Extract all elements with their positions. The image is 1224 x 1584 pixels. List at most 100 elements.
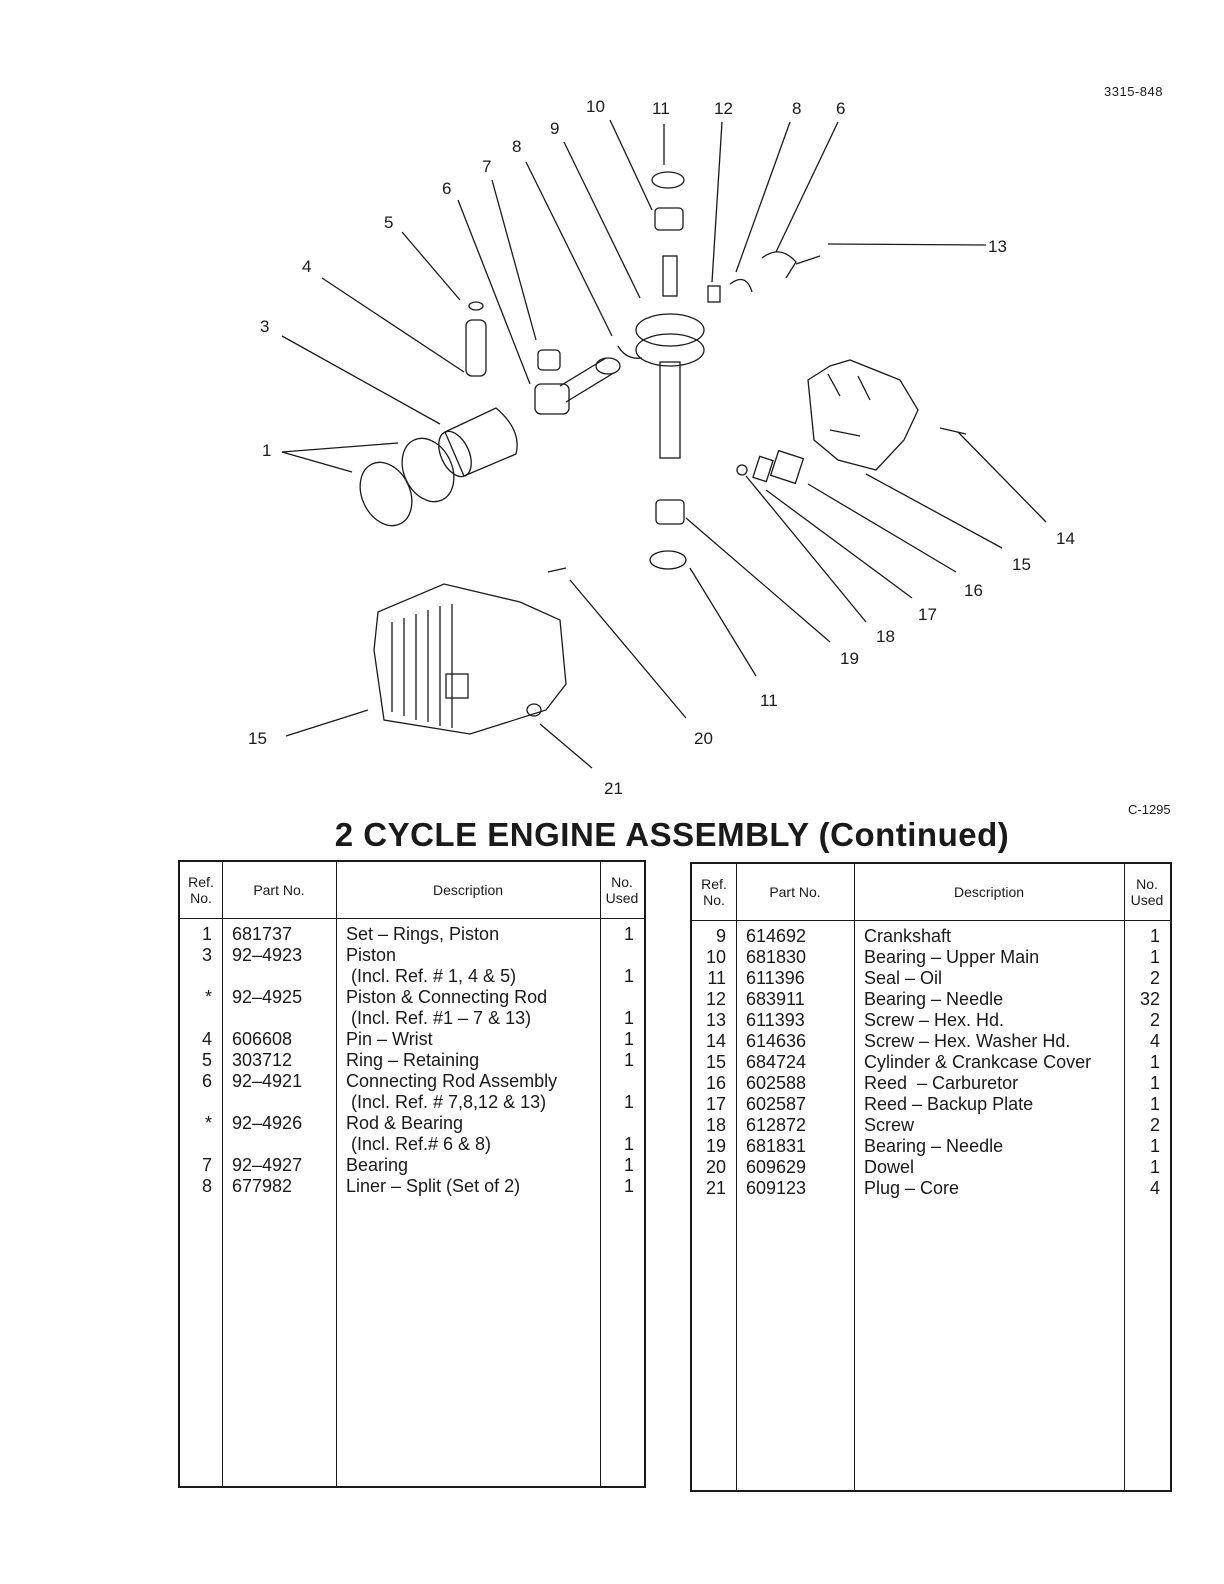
cell-part: 92–4927	[232, 1155, 303, 1175]
cell-desc: (Incl. Ref. # 1, 4 & 5)	[346, 966, 517, 986]
cell-ref: 5	[201, 1050, 212, 1070]
callout-5: 5	[384, 213, 393, 232]
cell-part: 683911	[746, 989, 805, 1009]
cell-part: 677982	[232, 1176, 293, 1196]
cylinder-block	[373, 583, 567, 735]
table-row: (Incl. Ref.# 6 & 8) 1	[180, 1134, 644, 1155]
cell-ref: 18	[705, 1115, 726, 1135]
leader-line-5	[401, 231, 461, 301]
cell-desc: Screw – Hex. Washer Hd.	[864, 1031, 1071, 1051]
cell-used: 1	[1149, 1052, 1160, 1072]
cell-used: 4	[1149, 1031, 1160, 1051]
cell-desc: Piston & Connecting Rod	[346, 987, 548, 1007]
cell-part: 92–4923	[232, 945, 303, 965]
cylinder-fins	[391, 604, 453, 728]
crank-upper-shaft	[662, 255, 678, 297]
figure-number: C-1295	[1128, 802, 1171, 817]
column-divider	[854, 864, 855, 1490]
cell-ref: 8	[201, 1176, 212, 1196]
cell-part: 614636	[746, 1031, 807, 1051]
cell-used: 1	[623, 1176, 634, 1196]
callout-7: 7	[482, 157, 491, 176]
cell-part: 684724	[746, 1052, 807, 1072]
callout-10: 10	[586, 97, 605, 116]
cell-desc: (Incl. Ref.# 6 & 8)	[346, 1134, 492, 1154]
rod-big-end	[595, 357, 621, 375]
cell-ref: *	[204, 987, 212, 1007]
crank-lower-shaft	[659, 361, 681, 459]
core-plug-21	[526, 703, 542, 717]
cell-used: 1	[623, 1155, 634, 1175]
liner-8	[729, 278, 753, 293]
cell-part: 681737	[232, 924, 293, 944]
piston-ring-upper	[401, 437, 455, 503]
cell-used: 1	[623, 1029, 634, 1049]
cell-desc: Ring – Retaining	[346, 1050, 480, 1070]
cell-desc: Liner – Split (Set of 2)	[346, 1176, 521, 1196]
header-desc: Description	[953, 884, 1025, 900]
cell-used: 1	[623, 1050, 634, 1070]
column-divider	[600, 862, 601, 1486]
cell-part: 612872	[746, 1115, 807, 1135]
leader-line-19	[685, 517, 831, 643]
cell-ref: *	[204, 1113, 212, 1133]
retaining-ring	[468, 301, 484, 311]
callout-6a: 6	[442, 179, 451, 198]
cell-used: 1	[1149, 1136, 1160, 1156]
column-divider	[222, 862, 223, 1486]
callout-14: 14	[1056, 529, 1075, 548]
cell-ref: 3	[201, 945, 212, 965]
cell-part: 602588	[746, 1073, 807, 1093]
crank-web-lower	[635, 333, 705, 367]
callout-19: 19	[840, 649, 859, 668]
leader-line-11b	[689, 567, 757, 677]
cell-part: 606608	[232, 1029, 293, 1049]
callout-21: 21	[604, 779, 623, 798]
cell-desc: Plug – Core	[864, 1178, 960, 1198]
header-ref: Ref. No.	[188, 874, 214, 906]
exploded-parts-diagram: 1 3 4 5 6 7 8 9 10 11 12 8 6 13 14 15 16…	[248, 97, 1075, 798]
cell-ref: 11	[707, 968, 726, 988]
cylinder-port	[445, 673, 469, 699]
cell-ref: 15	[705, 1052, 726, 1072]
cell-desc: Bearing	[346, 1155, 409, 1175]
cell-part: 609629	[746, 1157, 807, 1177]
cell-desc: Screw	[864, 1115, 915, 1135]
column-divider	[1124, 864, 1125, 1490]
screw-13	[795, 255, 821, 265]
leader-line-7	[491, 179, 537, 341]
cell-desc: Screw – Hex. Hd.	[864, 1010, 1005, 1030]
callout-18: 18	[876, 627, 895, 646]
column-divider	[736, 864, 737, 1490]
cell-used: 1	[1149, 947, 1160, 967]
cell-part: 92–4921	[232, 1071, 303, 1091]
leader-line-10	[609, 119, 653, 211]
cell-part: 681830	[746, 947, 807, 967]
cell-desc: (Incl. Ref. # 7,8,12 & 13)	[346, 1092, 547, 1112]
cell-ref: 20	[705, 1157, 726, 1177]
cell-part: 611393	[746, 1010, 805, 1030]
wrist-pin	[465, 319, 487, 377]
callout-12: 12	[714, 99, 733, 118]
needle-bearing	[537, 349, 561, 371]
cell-used: 1	[1149, 1094, 1160, 1114]
leader-line-3	[281, 335, 441, 425]
leader-line-18	[745, 475, 867, 623]
lower-bearing	[655, 499, 685, 525]
leader-line-15b	[285, 709, 369, 737]
leader-line-4	[321, 277, 465, 373]
crankcase-cover	[807, 359, 919, 471]
cell-used: 1	[623, 1134, 634, 1154]
callout-4: 4	[302, 257, 311, 276]
leader-line-17	[765, 489, 913, 599]
screw-18	[736, 464, 748, 476]
